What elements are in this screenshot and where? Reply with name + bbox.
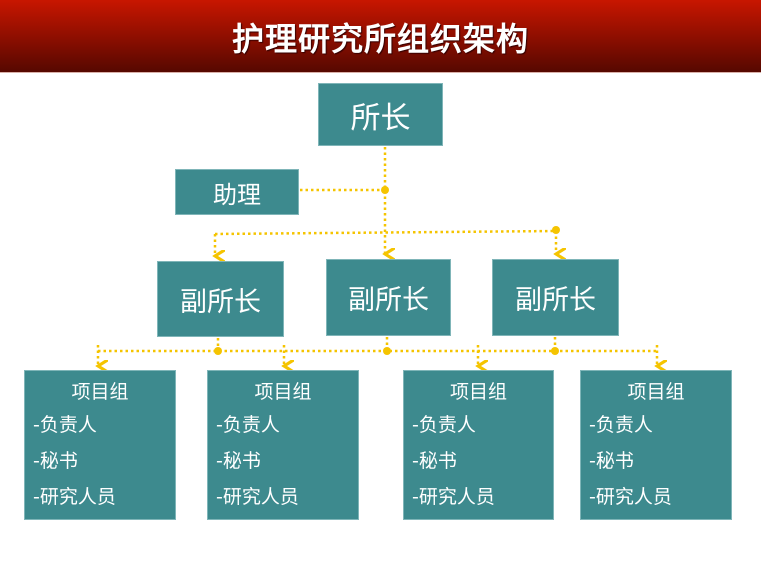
group-item: -研究人员: [589, 486, 672, 508]
page-title: 护理研究所组织架构: [231, 20, 529, 58]
group-item: -秘书: [412, 450, 457, 472]
group-item: -研究人员: [216, 486, 299, 508]
project-group-box: 项目组 -负责人 -秘书 -研究人员: [24, 370, 176, 520]
group-item: -秘书: [216, 450, 261, 472]
project-group-box: 项目组 -负责人 -秘书 -研究人员: [403, 370, 554, 520]
group-title: 项目组: [71, 381, 129, 403]
group-item: -秘书: [589, 450, 634, 472]
director-label: 所长: [350, 100, 411, 136]
junction-dot: [381, 186, 389, 194]
junction-dot: [551, 347, 559, 355]
vice-director-label: 副所长: [348, 285, 429, 316]
project-group-box: 项目组 -负责人 -秘书 -研究人员: [207, 370, 359, 520]
group-item: -负责人: [33, 414, 97, 436]
director-box: 所长: [318, 83, 443, 146]
vice-director-box: 副所长: [492, 259, 619, 336]
vice-director-label: 副所长: [180, 286, 261, 318]
junction-dot: [214, 347, 222, 355]
junction-dot: [552, 226, 560, 234]
assistant-label: 助理: [213, 180, 261, 209]
vice-director-label: 副所长: [515, 285, 596, 316]
group-item: -负责人: [589, 414, 653, 436]
junction-dot: [383, 347, 391, 355]
connector-vice-bar: [214, 229, 557, 236]
group-item: -秘书: [33, 450, 78, 472]
group-item: -负责人: [216, 414, 280, 436]
group-item: -负责人: [412, 414, 476, 436]
group-item: -研究人员: [412, 486, 495, 508]
group-item: -研究人员: [33, 486, 116, 508]
group-title: 项目组: [254, 381, 312, 403]
group-title: 项目组: [627, 381, 685, 403]
assistant-box: 助理: [175, 169, 299, 215]
group-title: 项目组: [449, 381, 507, 403]
vice-director-box: 副所长: [326, 259, 451, 336]
vice-director-box: 副所长: [157, 261, 284, 337]
title-banner: 护理研究所组织架构: [0, 0, 761, 73]
project-group-box: 项目组 -负责人 -秘书 -研究人员: [580, 370, 732, 520]
